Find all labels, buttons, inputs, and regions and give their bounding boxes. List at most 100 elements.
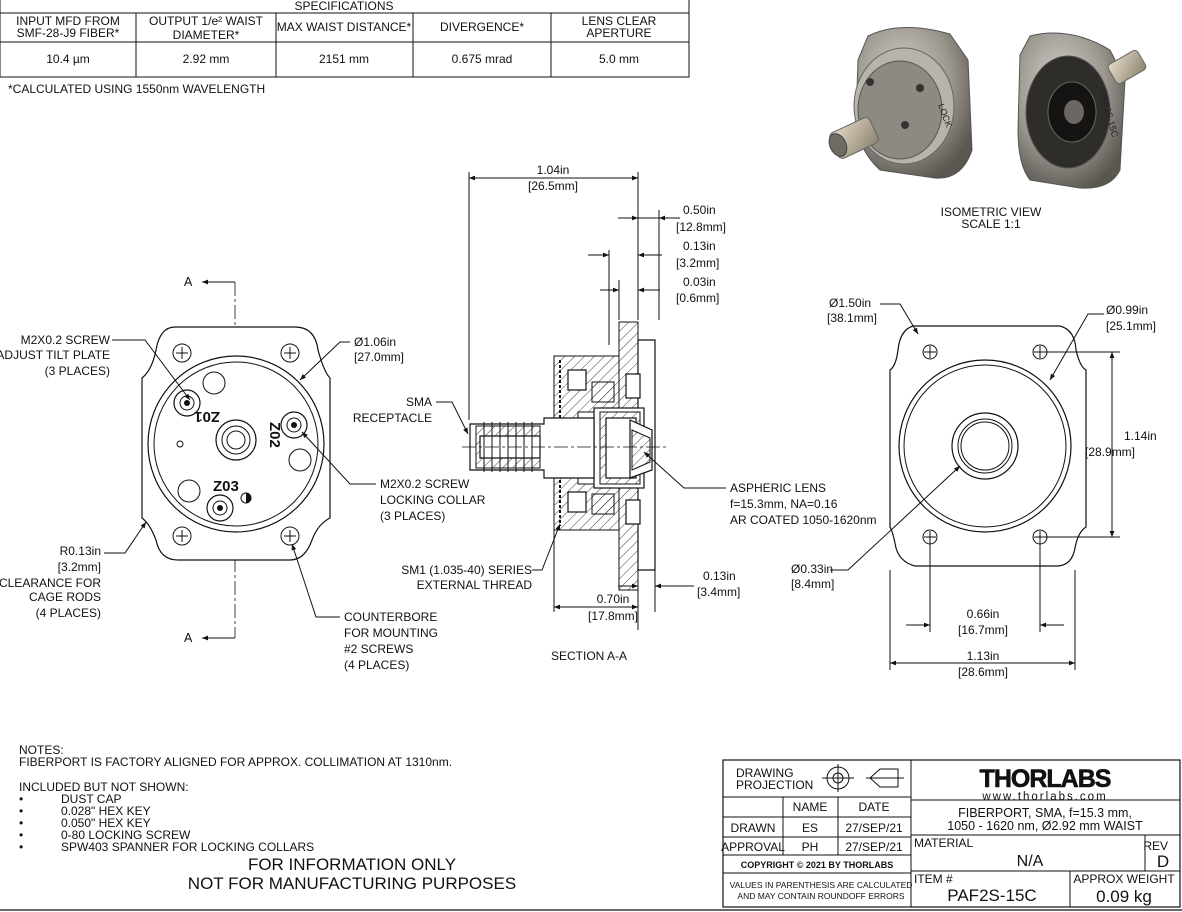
dim-back-066-mm: [16.7mm] — [958, 623, 1008, 637]
dim-back-033-in: Ø0.33in — [791, 562, 833, 576]
section-view: 1.04in [26.5mm] 0.50in [12.8mm] 0.13in [… — [353, 163, 877, 663]
thorlabs-logo: THORLABS — [980, 765, 1111, 793]
bullet-2: • — [19, 804, 23, 818]
spec-value-mfd: 10.4 µm — [46, 52, 90, 66]
callout-adjust-screw-1: M2X0.2 SCREW — [21, 333, 111, 347]
notes-block: NOTES: FIBERPORT IS FACTORY ALIGNED FOR … — [19, 743, 516, 893]
included-item-4: 0-80 LOCKING SCREW — [61, 828, 191, 842]
dim-back-114-mm: [28.9mm] — [1085, 445, 1135, 459]
dim-013-mm: [3.2mm] — [676, 256, 719, 270]
notes-heading: NOTES: — [19, 743, 64, 757]
engrave-z01: Z01 — [194, 408, 220, 425]
dim-back-113-in: 1.13in — [967, 649, 1000, 663]
dim-back-150-mm: [38.1mm] — [827, 311, 877, 325]
spec-header-5a: LENS CLEAR — [582, 14, 657, 28]
col-date-header: DATE — [858, 800, 889, 814]
callout-lock-screw-1: M2X0.2 SCREW — [380, 477, 470, 491]
dim-013-in: 0.13in — [683, 239, 716, 253]
iso-caption-scale: SCALE 1:1 — [961, 217, 1021, 231]
dim-003-mm: [0.6mm] — [676, 291, 719, 305]
specifications-table: SPECIFICATIONS INPUT MFD FROM SMF-28-J9 … — [0, 0, 690, 78]
front-view: A A Z01 Z02 Z03 M2X0.2 SCREW — [0, 275, 486, 672]
specs-footnote: *CALCULATED USING 1550nm WAVELENGTH — [8, 82, 265, 96]
back-view: Ø1.50in [38.1mm] Ø0.99in [25.1mm] 1.14in… — [791, 296, 1157, 679]
iso-caption-view: ISOMETRIC VIEW — [941, 205, 1042, 219]
weight-value: 0.09 kg — [1096, 887, 1152, 906]
dim-back-099-in: Ø0.99in — [1106, 303, 1148, 317]
weight-label: APPROX WEIGHT — [1073, 872, 1175, 886]
spec-header-2b: DIAMETER* — [173, 28, 240, 42]
roundoff-note-1: VALUES IN PARENTHESIS ARE CALCULATED — [730, 880, 913, 890]
spec-value-waist: 2.92 mm — [183, 52, 230, 66]
dim-back-150-in: Ø1.50in — [829, 296, 871, 310]
dim-back-099-mm: [25.1mm] — [1106, 319, 1156, 333]
website-text: www.thorlabs.com — [981, 791, 1107, 803]
item-value: PAF2S-15C — [947, 886, 1036, 905]
iso-part-front: LOCK — [828, 27, 973, 179]
dim-back-066-in: 0.66in — [967, 607, 1000, 621]
section-caption: SECTION A-A — [551, 649, 627, 663]
dim-back-033-mm: [8.4mm] — [791, 577, 834, 591]
engrave-z02: Z02 — [266, 422, 283, 448]
spec-header-3: MAX WAIST DISTANCE* — [277, 20, 412, 34]
spec-header-1b: SMF-28-J9 FIBER* — [17, 26, 120, 40]
callout-lock-screw-3: (3 PLACES) — [380, 509, 445, 523]
callout-thread-2: EXTERNAL THREAD — [417, 578, 533, 592]
engrave-z03: Z03 — [213, 478, 239, 495]
projection-label-2: PROJECTION — [736, 778, 813, 792]
dim-003-in: 0.03in — [683, 275, 716, 289]
dim-front-dia-mm: [27.0mm] — [354, 350, 404, 364]
dim-front-dia-in: Ø1.06in — [354, 335, 396, 349]
included-item-1: DUST CAP — [61, 792, 121, 806]
projection-label-1: DRAWING — [736, 766, 794, 780]
spec-header-2a: OUTPUT 1/e² WAIST — [149, 14, 264, 28]
spec-header-1a: INPUT MFD FROM — [16, 14, 120, 28]
callout-radius-3: CLEARANCE FOR — [0, 576, 101, 590]
notes-collimation: FIBERPORT IS FACTORY ALIGNED FOR APPROX.… — [19, 755, 452, 769]
callout-counterbore-2: FOR MOUNTING — [344, 626, 438, 640]
approval-name: PH — [802, 840, 819, 854]
col-name-header: NAME — [793, 800, 828, 814]
dim-section-width-in: 1.04in — [537, 163, 570, 177]
spec-value-aperture: 5.0 mm — [599, 52, 639, 66]
description-line-1: FIBERPORT, SMA, f=15.3 mm, — [958, 806, 1132, 820]
dim-b013-mm: [3.4mm] — [697, 585, 740, 599]
callout-sma-1: SMA — [406, 395, 432, 409]
callout-counterbore-4: (4 PLACES) — [344, 658, 409, 672]
callout-radius-2: [3.2mm] — [58, 560, 101, 574]
material-label: MATERIAL — [914, 836, 973, 850]
section-label-bottom: A — [184, 631, 193, 645]
dim-back-114-in: 1.14in — [1124, 429, 1157, 443]
isometric-view: LOCK PAF2S-15C ISOMETRIC VIEW SCALE 1:1 — [828, 27, 1147, 231]
item-label: ITEM # — [914, 872, 953, 886]
callout-lock-screw-2: LOCKING COLLAR — [380, 493, 486, 507]
rev-value: D — [1157, 852, 1169, 871]
section-label-top: A — [184, 275, 193, 289]
front-counterbore-holes — [172, 343, 300, 546]
callout-radius-1: R0.13in — [60, 544, 101, 558]
bullet-4: • — [19, 828, 23, 842]
dim-070-mm: [17.8mm] — [588, 609, 638, 623]
rev-label: REV — [1143, 839, 1168, 853]
dim-back-113-mm: [28.6mm] — [958, 665, 1008, 679]
spec-value-divergence: 0.675 mrad — [452, 52, 513, 66]
bullet-5: • — [19, 840, 23, 854]
callout-adjust-screw-3: (3 PLACES) — [45, 364, 110, 378]
roundoff-note-2: AND MAY CONTAIN ROUNDOFF ERRORS — [737, 891, 905, 901]
notes-included-heading: INCLUDED BUT NOT SHOWN: — [19, 780, 189, 794]
included-item-3: 0.050" HEX KEY — [61, 816, 151, 830]
approval-label: APPROVAL — [721, 840, 785, 854]
approval-date: 27/SEP/21 — [845, 840, 903, 854]
callout-radius-5: (4 PLACES) — [36, 606, 101, 620]
dim-b013-in: 0.13in — [703, 569, 736, 583]
callout-counterbore-3: #2 SCREWS — [344, 642, 413, 656]
bullet-3: • — [19, 816, 23, 830]
callout-radius-4: CAGE RODS — [29, 590, 101, 604]
dim-section-width-mm: [26.5mm] — [528, 179, 578, 193]
callout-counterbore-1: COUNTERBORE — [344, 610, 437, 624]
dim-070-in: 0.70in — [597, 592, 630, 606]
callout-lens-3: AR COATED 1050-1620nm — [730, 513, 877, 527]
dim-050-mm: [12.8mm] — [676, 220, 726, 234]
included-item-5: SPW403 SPANNER FOR LOCKING COLLARS — [61, 840, 314, 854]
